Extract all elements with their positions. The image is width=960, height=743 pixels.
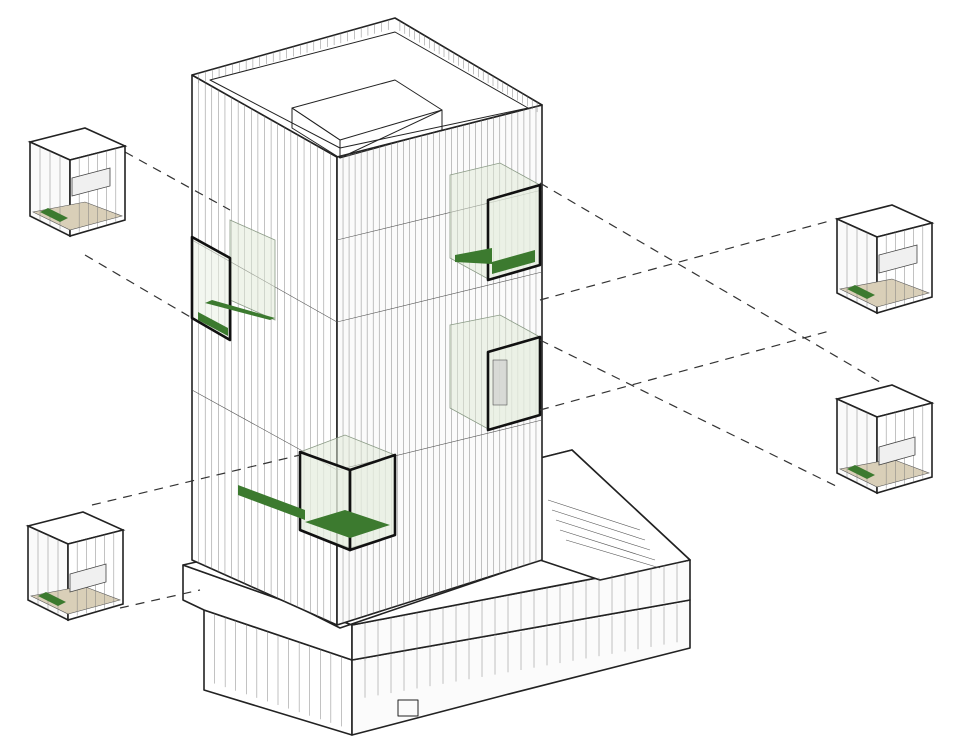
terrace-middle-right	[449, 314, 542, 432]
podium-facade-mullions	[214, 562, 678, 727]
module-top-left	[27, 127, 128, 238]
module-bottom-left	[25, 511, 126, 622]
tower-left-fins	[198, 78, 331, 623]
terrace-upper-right	[449, 162, 542, 282]
terrace-upper-left	[190, 219, 276, 342]
module-bottom-right	[834, 384, 935, 495]
terrace-lower-front	[238, 434, 397, 552]
podium-skylights	[547, 499, 661, 569]
module-top-right	[834, 204, 935, 315]
entrance-door	[397, 699, 419, 717]
podium-base	[182, 449, 691, 736]
leader-lines	[84, 151, 886, 609]
tower-parapet-fins	[198, 19, 538, 113]
